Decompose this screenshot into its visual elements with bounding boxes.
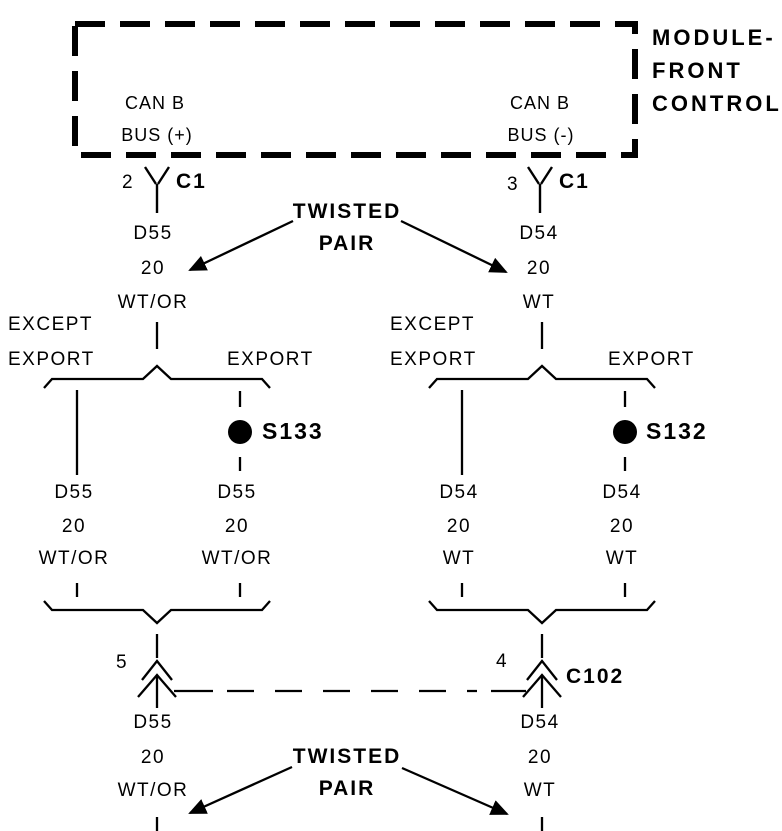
mid-left-except-gauge: 20: [61, 516, 87, 537]
pin-3-label: 3: [507, 174, 520, 195]
mid-left-export-gauge: 20: [224, 516, 250, 537]
bottom-wire-left-circuit: D55: [133, 712, 173, 733]
bottom-wire-stubs: [155, 817, 544, 831]
mid-wire-stubs: [75, 583, 627, 597]
splice-s133-label: S133: [262, 418, 324, 444]
branch-split-right: [428, 364, 656, 389]
branch-right-export-label: EXPORT: [608, 349, 695, 370]
splice-s132-label: S132: [646, 418, 708, 444]
branch-merge-left: [43, 600, 271, 625]
bottom-wire-right-gauge: 20: [527, 747, 553, 768]
c102-stems: [155, 634, 544, 658]
mid-right-except-circuit: D54: [439, 482, 479, 503]
connector-c102-left-symbol: [137, 659, 177, 708]
branch-left-except-line2: EXPORT: [8, 349, 95, 370]
top-wire-right-circuit: D54: [519, 223, 559, 244]
top-wire-right-color: WT: [522, 292, 556, 313]
branch-merge-right: [428, 600, 656, 625]
mid-left-export-color: WT/OR: [201, 548, 273, 569]
pin-4-label: 4: [496, 651, 509, 672]
top-wire-right-gauge: 20: [526, 258, 552, 279]
module-name-line1: MODULE-: [652, 25, 776, 50]
branch-left-export-label: EXPORT: [227, 349, 314, 370]
splice-s132-dot: [613, 420, 637, 444]
twisted-pair-top-line2: PAIR: [318, 232, 376, 255]
bottom-wire-left-gauge: 20: [140, 747, 166, 768]
twisted-pair-bottom-left-arrow: [188, 765, 293, 815]
pin-5-label: 5: [116, 652, 129, 673]
twisted-pair-bottom-arrows: [188, 765, 509, 816]
twisted-pair-top-right-arrow: [400, 219, 508, 274]
top-wire-left-color: WT/OR: [117, 292, 189, 313]
connector-c1-left-label: C1: [176, 170, 207, 193]
bottom-wire-left-color: WT/OR: [117, 780, 189, 801]
connector-c1-left-symbol: [143, 166, 171, 213]
mid-right-export-color: WT: [605, 548, 639, 569]
bottom-wire-right-circuit: D54: [520, 712, 560, 733]
twisted-pair-bottom-line2: PAIR: [318, 777, 376, 800]
upper-wire-stubs: [155, 322, 544, 349]
top-wire-left-circuit: D55: [133, 223, 173, 244]
module-name-line3: CONTROL: [652, 91, 782, 116]
can-b-plus-label-line1: CAN B: [124, 93, 186, 113]
twisted-pair-top-left-arrow: [188, 219, 294, 272]
mid-left-export-circuit: D55: [217, 482, 257, 503]
mid-left-except-circuit: D55: [54, 482, 94, 503]
branch-left-except-line1: EXCEPT: [8, 314, 94, 335]
module-box: [72, 21, 638, 158]
top-wire-left-gauge: 20: [140, 258, 166, 279]
mid-right-export-gauge: 20: [609, 516, 635, 537]
bottom-wire-right-color: WT: [523, 780, 557, 801]
module-name-line2: FRONT: [652, 58, 743, 83]
mid-right-export-circuit: D54: [602, 482, 642, 503]
splice-s133-dot: [228, 420, 252, 444]
twisted-pair-top-line1: TWISTED: [292, 200, 402, 223]
branch-right-except-line2: EXPORT: [390, 349, 477, 370]
twisted-pair-bottom-line1: TWISTED: [292, 745, 402, 768]
connector-c1-right-symbol: [526, 166, 554, 213]
branch-wires: [75, 390, 627, 475]
mid-right-except-color: WT: [442, 548, 476, 569]
mid-left-except-color: WT/OR: [38, 548, 110, 569]
twisted-pair-top-arrows: [188, 219, 508, 274]
mid-right-except-gauge: 20: [446, 516, 472, 537]
can-b-minus-label-line2: BUS (-): [507, 125, 575, 145]
can-b-minus-label-line1: CAN B: [509, 93, 571, 113]
branch-right-except-line1: EXCEPT: [390, 314, 476, 335]
pin-2-label: 2: [122, 172, 135, 193]
connector-c102-label: C102: [566, 665, 625, 688]
twisted-pair-bottom-right-arrow: [401, 766, 509, 816]
branch-split-left: [43, 364, 271, 389]
connector-c102-right-symbol: [522, 659, 562, 708]
connector-c1-right-label: C1: [559, 170, 590, 193]
can-b-plus-label-line2: BUS (+): [121, 125, 193, 145]
